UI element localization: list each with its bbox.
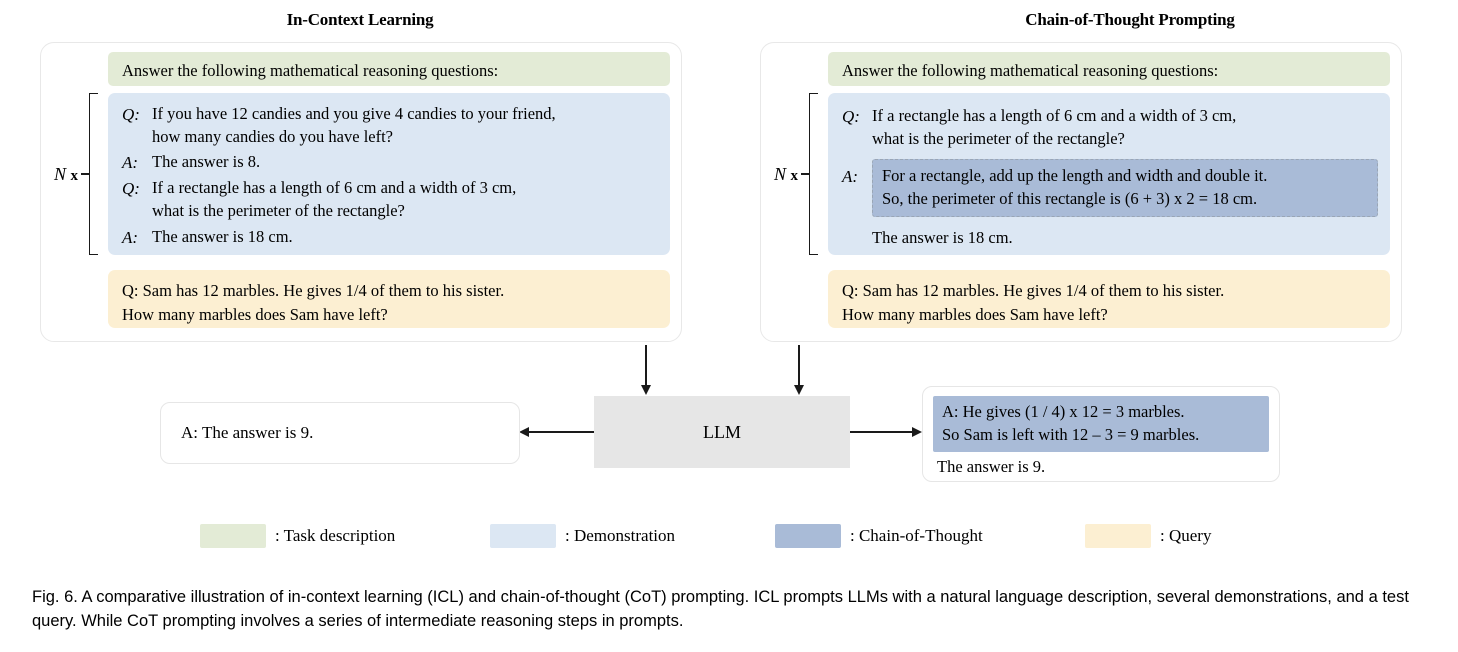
icl-output-text: A: The answer is 9. bbox=[181, 423, 314, 442]
qa-label: Q: bbox=[122, 105, 140, 124]
cot-query-box: Q: Sam has 12 marbles. He gives 1/4 of t… bbox=[828, 270, 1390, 328]
cot-task-description-box: Answer the following mathematical reason… bbox=[828, 52, 1390, 86]
legend: : Task description : Demonstration : Cha… bbox=[0, 518, 1458, 558]
icl-output-box: A: The answer is 9. bbox=[160, 402, 520, 464]
qa-text: The answer is 18 cm. bbox=[152, 226, 293, 246]
demo-row: A: The answer is 18 cm. bbox=[122, 226, 658, 249]
llm-label: LLM bbox=[703, 421, 741, 442]
cot-output-line-2: So Sam is left with 12 – 3 = 9 marbles. bbox=[942, 425, 1200, 445]
cot-line-2: So, the perimeter of this rectangle is (… bbox=[882, 189, 1258, 209]
legend-item-query: : Query bbox=[1085, 524, 1211, 548]
legend-swatch-chain-of-thought bbox=[775, 524, 841, 548]
cot-demonstration-box: Q: If a rectangle has a length of 6 cm a… bbox=[828, 93, 1390, 255]
cot-task-description-text: Answer the following mathematical reason… bbox=[842, 61, 1219, 80]
demo-row: Q: If a rectangle has a length of 6 cm a… bbox=[122, 177, 658, 223]
qa-label: A: bbox=[122, 152, 139, 172]
qa-label: A: bbox=[842, 166, 859, 186]
qa-text: If you have 12 candies and you give 4 ca… bbox=[152, 104, 556, 146]
cot-answer-tail: The answer is 18 cm. bbox=[872, 228, 1013, 248]
figure-caption: Fig. 6. A comparative illustration of in… bbox=[32, 588, 1409, 630]
cot-output-line-1: A: He gives (1 / 4) x 12 = 3 marbles. bbox=[942, 402, 1185, 421]
qa-text: If a rectangle has a length of 6 cm and … bbox=[152, 177, 517, 220]
cot-nx-bracket: N x bbox=[774, 93, 819, 255]
qa-text: If a rectangle has a length of 6 cm and … bbox=[872, 106, 1237, 148]
demo-row: Q: If a rectangle has a length of 6 cm a… bbox=[842, 105, 1378, 151]
cot-line-1: For a rectangle, add up the length and w… bbox=[882, 165, 1268, 185]
qa-text: The answer is 8. bbox=[152, 151, 261, 171]
icl-query-box: Q: Sam has 12 marbles. He gives 1/4 of t… bbox=[108, 270, 670, 328]
icl-demonstration-box: Q: If you have 12 candies and you give 4… bbox=[108, 93, 670, 255]
icl-nx-bracket-shape bbox=[89, 93, 99, 255]
icl-task-description-box: Answer the following mathematical reason… bbox=[108, 52, 670, 86]
cot-nx-label: N x bbox=[774, 163, 799, 184]
legend-swatch-demonstration bbox=[490, 524, 556, 548]
icl-nx-bracket: N x bbox=[54, 93, 99, 255]
legend-label: : Task description bbox=[275, 526, 396, 545]
legend-item-chain-of-thought: : Chain-of-Thought bbox=[775, 524, 983, 548]
legend-item-demonstration: : Demonstration bbox=[490, 524, 675, 548]
panel-title-icl: In-Context Learning bbox=[286, 10, 434, 29]
legend-label: : Query bbox=[1160, 526, 1212, 545]
cot-query-line-1: Q: Sam has 12 marbles. He gives 1/4 of t… bbox=[842, 281, 1225, 300]
legend-label: : Demonstration bbox=[565, 526, 676, 545]
icl-task-description-text: Answer the following mathematical reason… bbox=[122, 61, 499, 80]
demo-row: A: The answer is 8. bbox=[122, 151, 658, 174]
icl-nx-tick bbox=[81, 173, 90, 175]
cot-output-tail: The answer is 9. bbox=[937, 456, 1046, 476]
cot-nx-tick bbox=[801, 173, 810, 175]
qa-label: Q: bbox=[122, 178, 140, 198]
demo-row: Q: If you have 12 candies and you give 4… bbox=[122, 103, 658, 149]
cot-highlight-box: For a rectangle, add up the length and w… bbox=[872, 158, 1378, 218]
legend-swatch-query bbox=[1085, 524, 1151, 548]
cot-output-highlight: A: He gives (1 / 4) x 12 = 3 marbles. So… bbox=[933, 396, 1269, 452]
cot-query-line-2: How many marbles does Sam have left? bbox=[842, 304, 1108, 324]
icl-nx-label: N x bbox=[54, 163, 79, 184]
llm-box: LLM bbox=[594, 396, 850, 468]
qa-label: Q: bbox=[842, 107, 860, 126]
cot-answer-row: A: For a rectangle, add up the length an… bbox=[842, 158, 1378, 218]
qa-label: A: bbox=[122, 227, 139, 247]
cot-nx-bracket-shape bbox=[809, 93, 819, 255]
legend-label: : Chain-of-Thought bbox=[850, 526, 983, 545]
panel-title-cot: Chain-of-Thought Prompting bbox=[1025, 10, 1235, 29]
icl-query-line-2: How many marbles does Sam have left? bbox=[122, 304, 388, 324]
icl-query-line-1: Q: Sam has 12 marbles. He gives 1/4 of t… bbox=[122, 281, 505, 300]
legend-item-task-description: : Task description bbox=[200, 524, 395, 548]
legend-swatch-task-description bbox=[200, 524, 266, 548]
cot-output-box: A: He gives (1 / 4) x 12 = 3 marbles. So… bbox=[922, 386, 1280, 482]
